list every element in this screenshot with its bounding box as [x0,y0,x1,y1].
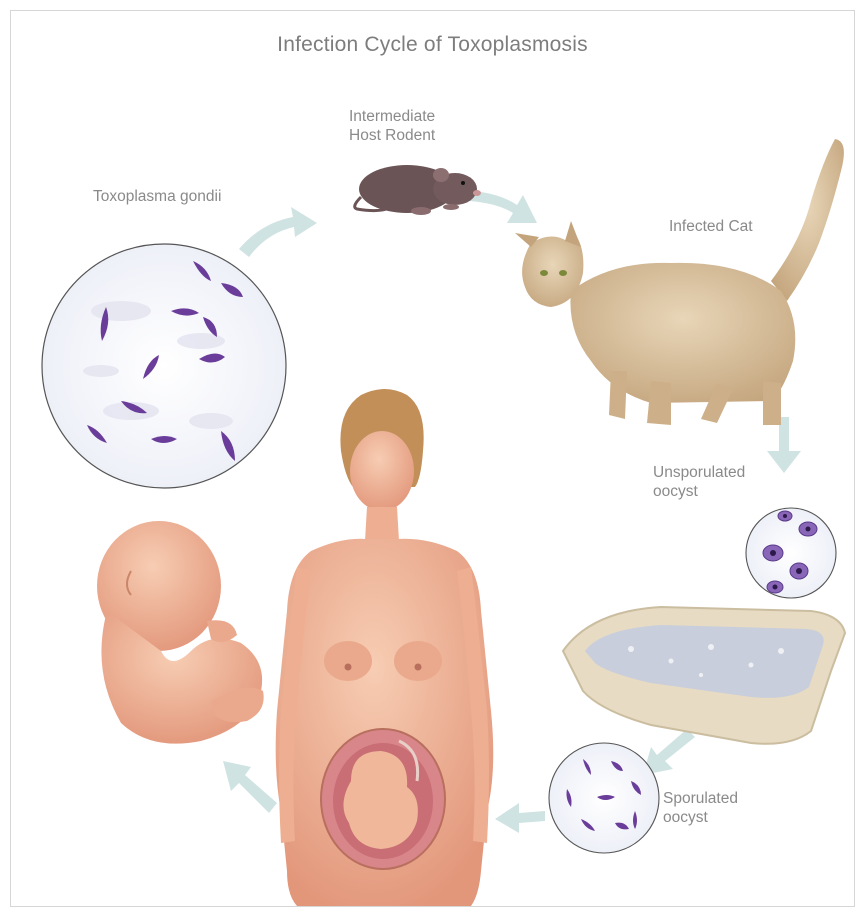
cycle-illustration [11,11,854,906]
arrow-parasite-to-rodent [239,207,317,257]
unsporulated-oocyst-micrograph [746,508,836,598]
label-unsporulated-oocyst: Unsporulated oocyst [653,463,745,501]
label-sporulated-oocyst: Sporulated oocyst [663,789,738,827]
toxoplasma-micrograph [42,244,286,488]
litter-box-illustration [563,607,845,744]
arrow-cat-to-unsporulated [767,417,801,473]
fetus-illustration [97,521,264,744]
label-infected-cat: Infected Cat [669,217,753,236]
diagram-frame: Infection Cycle of Toxoplasmosis [10,10,855,907]
rodent-illustration [355,165,481,215]
arrow-woman-to-fetus [223,761,277,813]
arrow-sporulated-to-woman [495,803,545,833]
cat-illustration [515,139,844,425]
label-toxoplasma-gondii: Toxoplasma gondii [93,187,221,206]
arrow-rodent-to-cat [469,191,537,223]
sporulated-oocyst-micrograph [549,743,659,853]
woman-illustration [276,389,494,906]
label-intermediate-host-rodent: Intermediate Host Rodent [349,107,435,145]
